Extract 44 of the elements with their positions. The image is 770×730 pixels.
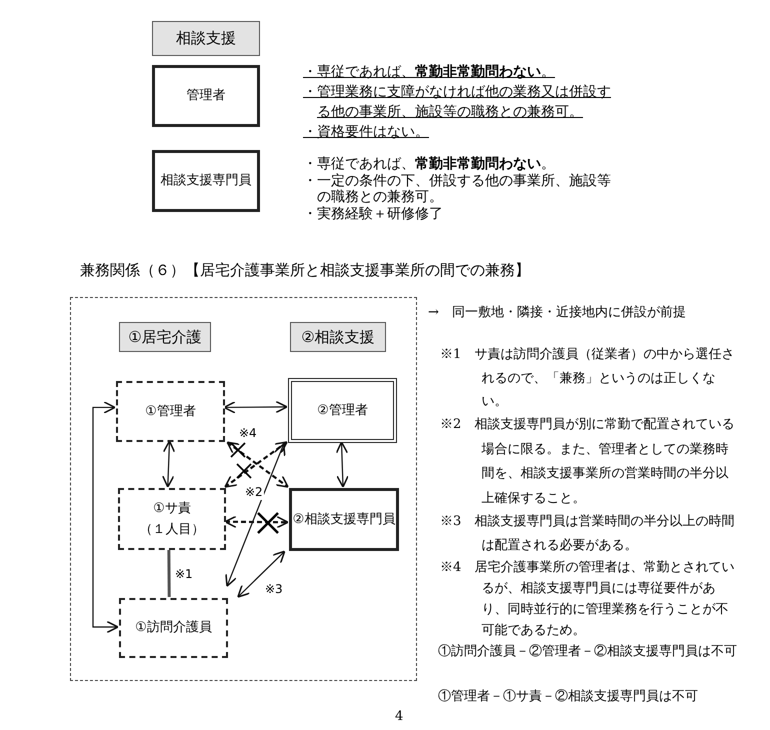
box-label: 管理者	[186, 87, 226, 105]
bullet-note: ・管理業務に支障がなければ他の業務又は併設する他の事業所、施設等の職務との兼務可。	[303, 83, 612, 122]
bullet-note: ・一定の条件の下、併設する他の事業所、施設等の職務との兼務可。	[303, 172, 612, 206]
header-box	[290, 322, 386, 352]
box-label: ①サ責	[153, 500, 191, 518]
footnote: ※2 相談支援専門員が別に常勤で配置されている場合に限る。また、管理者としての業務時間を、相談支援事業所の営業時間の半分以上確保すること。	[440, 416, 736, 508]
role-box	[119, 598, 228, 658]
double-arrow	[92, 401, 119, 634]
double-arrow	[162, 440, 176, 488]
role-box	[289, 488, 399, 551]
box-label: ②管理者	[317, 402, 368, 420]
bullet-note: ・専従であれば、常勤非常勤問わない。	[303, 156, 556, 172]
role-box	[118, 488, 226, 550]
box-label: ①訪問介護員	[135, 619, 212, 637]
section-heading: 兼務関係（６）【居宅介護事業所と相談支援事業所の間での兼務】	[80, 261, 530, 280]
edge-label: ※2	[244, 484, 264, 500]
footnote: ※3 相談支援専門員は営業時間の半分以上の時間は配置される必要がある。	[440, 513, 736, 555]
dashed-frame	[70, 297, 417, 681]
note-text: ①管理者－①サ責－②相談支援専門員は不可	[438, 688, 699, 706]
page-number: 4	[395, 708, 404, 726]
double-arrow	[225, 443, 286, 587]
note-text: ①訪問介護員－②管理者－②相談支援専門員は不可	[438, 643, 738, 661]
crossed-out-arrow	[224, 512, 289, 534]
header-box	[119, 322, 211, 352]
double-arrow	[237, 550, 286, 598]
box-label: ②相談支援	[301, 326, 375, 348]
header-box	[152, 21, 260, 56]
footnote: ※1 サ責は訪問介護員（従業者）の中から選任されるので、「兼務」というのは正しくない。	[440, 346, 736, 411]
bullet-note: ・資格要件はない。	[303, 123, 430, 142]
role-box	[152, 65, 260, 127]
role-box	[288, 378, 397, 443]
box-label: 相談支援専門員	[160, 172, 252, 190]
double-arrow	[336, 441, 349, 488]
box-label: ①管理者	[145, 402, 196, 420]
double-arrow	[223, 400, 288, 414]
note-text: → 同一敷地・隣接・近接地内に併設が前提	[428, 304, 687, 322]
bullet-note: ・実務経験＋研修修了	[303, 206, 444, 222]
box-label: ①居宅介護	[128, 326, 202, 348]
box-label: （１人目）	[140, 520, 204, 538]
box-label: ②相談支援専門員	[292, 510, 396, 528]
role-box	[116, 381, 225, 442]
box-label: 相談支援	[176, 28, 236, 49]
role-box	[152, 150, 260, 212]
footnote: ※4 居宅介護事業所の管理者は、常勤とされているが、相談支援専門員には専従要件があり、同時並行的に管理業務を行うことが不可能であるため。	[440, 559, 736, 640]
